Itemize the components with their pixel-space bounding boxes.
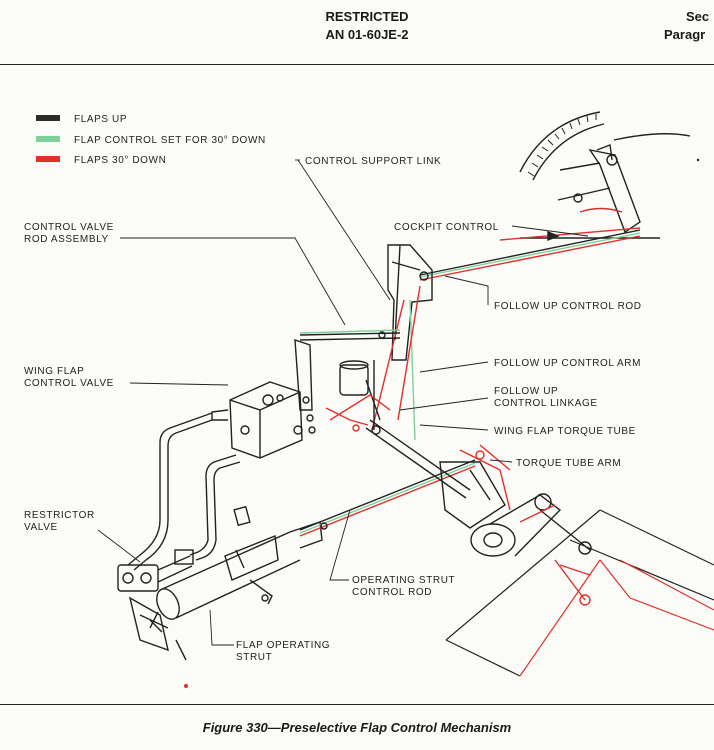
- section-label: Sec: [686, 9, 710, 24]
- label-control-valve-rod-2: ROD ASSEMBLY: [24, 234, 109, 245]
- label-control-support-link: CONTROL SUPPORT LINK: [305, 156, 441, 167]
- label-follow-up-linkage-1: FOLLOW UP: [494, 386, 558, 397]
- label-restrictor-valve-2: VALVE: [24, 522, 58, 533]
- legend: FLAPS UP FLAP CONTROL SET FOR 30° DOWN F…: [36, 114, 266, 166]
- label-flap-operating-strut-2: STRUT: [236, 652, 272, 663]
- label-operating-strut-rod-1: OPERATING STRUT: [352, 575, 455, 586]
- cockpit-control-quadrant: [499, 111, 691, 242]
- document-number: AN 01-60JE-2: [325, 27, 409, 42]
- figure-caption: Figure 330—Preselective Flap Control Mec…: [202, 720, 512, 735]
- label-operating-strut-rod-2: CONTROL ROD: [352, 587, 432, 598]
- label-follow-up-control-arm: FOLLOW UP CONTROL ARM: [494, 358, 641, 369]
- follow-up-control-rod: [419, 229, 641, 281]
- control-valve-rod-assembly: [294, 329, 401, 411]
- top-rule: [0, 64, 714, 65]
- page-dot-mark: [696, 158, 700, 162]
- restrictor-valve: [117, 549, 194, 592]
- label-restrictor-valve-1: RESTRICTOR: [24, 510, 95, 521]
- restricted-label: RESTRICTED: [325, 9, 409, 24]
- header-title-block: RESTRICTED AN 01-60JE-2: [0, 8, 714, 44]
- label-cockpit-control: COCKPIT CONTROL: [394, 222, 499, 233]
- label-follow-up-control-rod: FOLLOW UP CONTROL ROD: [494, 301, 642, 312]
- label-follow-up-linkage-2: CONTROL LINKAGE: [494, 398, 598, 409]
- legend-label-flaps-down: FLAPS 30° DOWN: [74, 155, 166, 166]
- legend-swatch-flaps-down: [36, 156, 60, 162]
- legend-label-flap-control-set: FLAP CONTROL SET FOR 30° DOWN: [74, 135, 266, 146]
- wing-flap-torque-tube: [365, 419, 511, 529]
- bottom-rule: [0, 704, 714, 705]
- wing-structure: [445, 509, 714, 677]
- label-control-valve-rod-1: CONTROL VALVE: [24, 222, 114, 233]
- label-torque-tube-arm: TORQUE TUBE ARM: [516, 458, 621, 469]
- paragraph-label: Paragr: [664, 27, 706, 42]
- header-section-block: Sec Paragr: [664, 8, 714, 44]
- leader-lines: [97, 159, 589, 646]
- label-flap-operating-strut-1: FLAP OPERATING: [236, 640, 330, 651]
- flap-operating-strut: [128, 521, 323, 661]
- legend-swatch-flap-control-set: [36, 136, 60, 142]
- label-wing-flap-valve-2: CONTROL VALVE: [24, 378, 114, 389]
- wing-flap-control-valve: [211, 381, 316, 459]
- follow-up-control-arm: [325, 360, 391, 435]
- operating-strut-control-rod: [299, 459, 476, 537]
- hydraulic-lines: [127, 412, 251, 571]
- control-support-bracket: [371, 244, 433, 441]
- red-dot-mark: [184, 684, 188, 688]
- label-wing-flap-valve-1: WING FLAP: [24, 366, 84, 377]
- legend-label-flaps-up: FLAPS UP: [74, 114, 127, 125]
- label-wing-flap-torque-tube: WING FLAP TORQUE TUBE: [494, 426, 636, 437]
- torque-tube-arm: [470, 493, 592, 606]
- legend-swatch-flaps-up: [36, 115, 60, 121]
